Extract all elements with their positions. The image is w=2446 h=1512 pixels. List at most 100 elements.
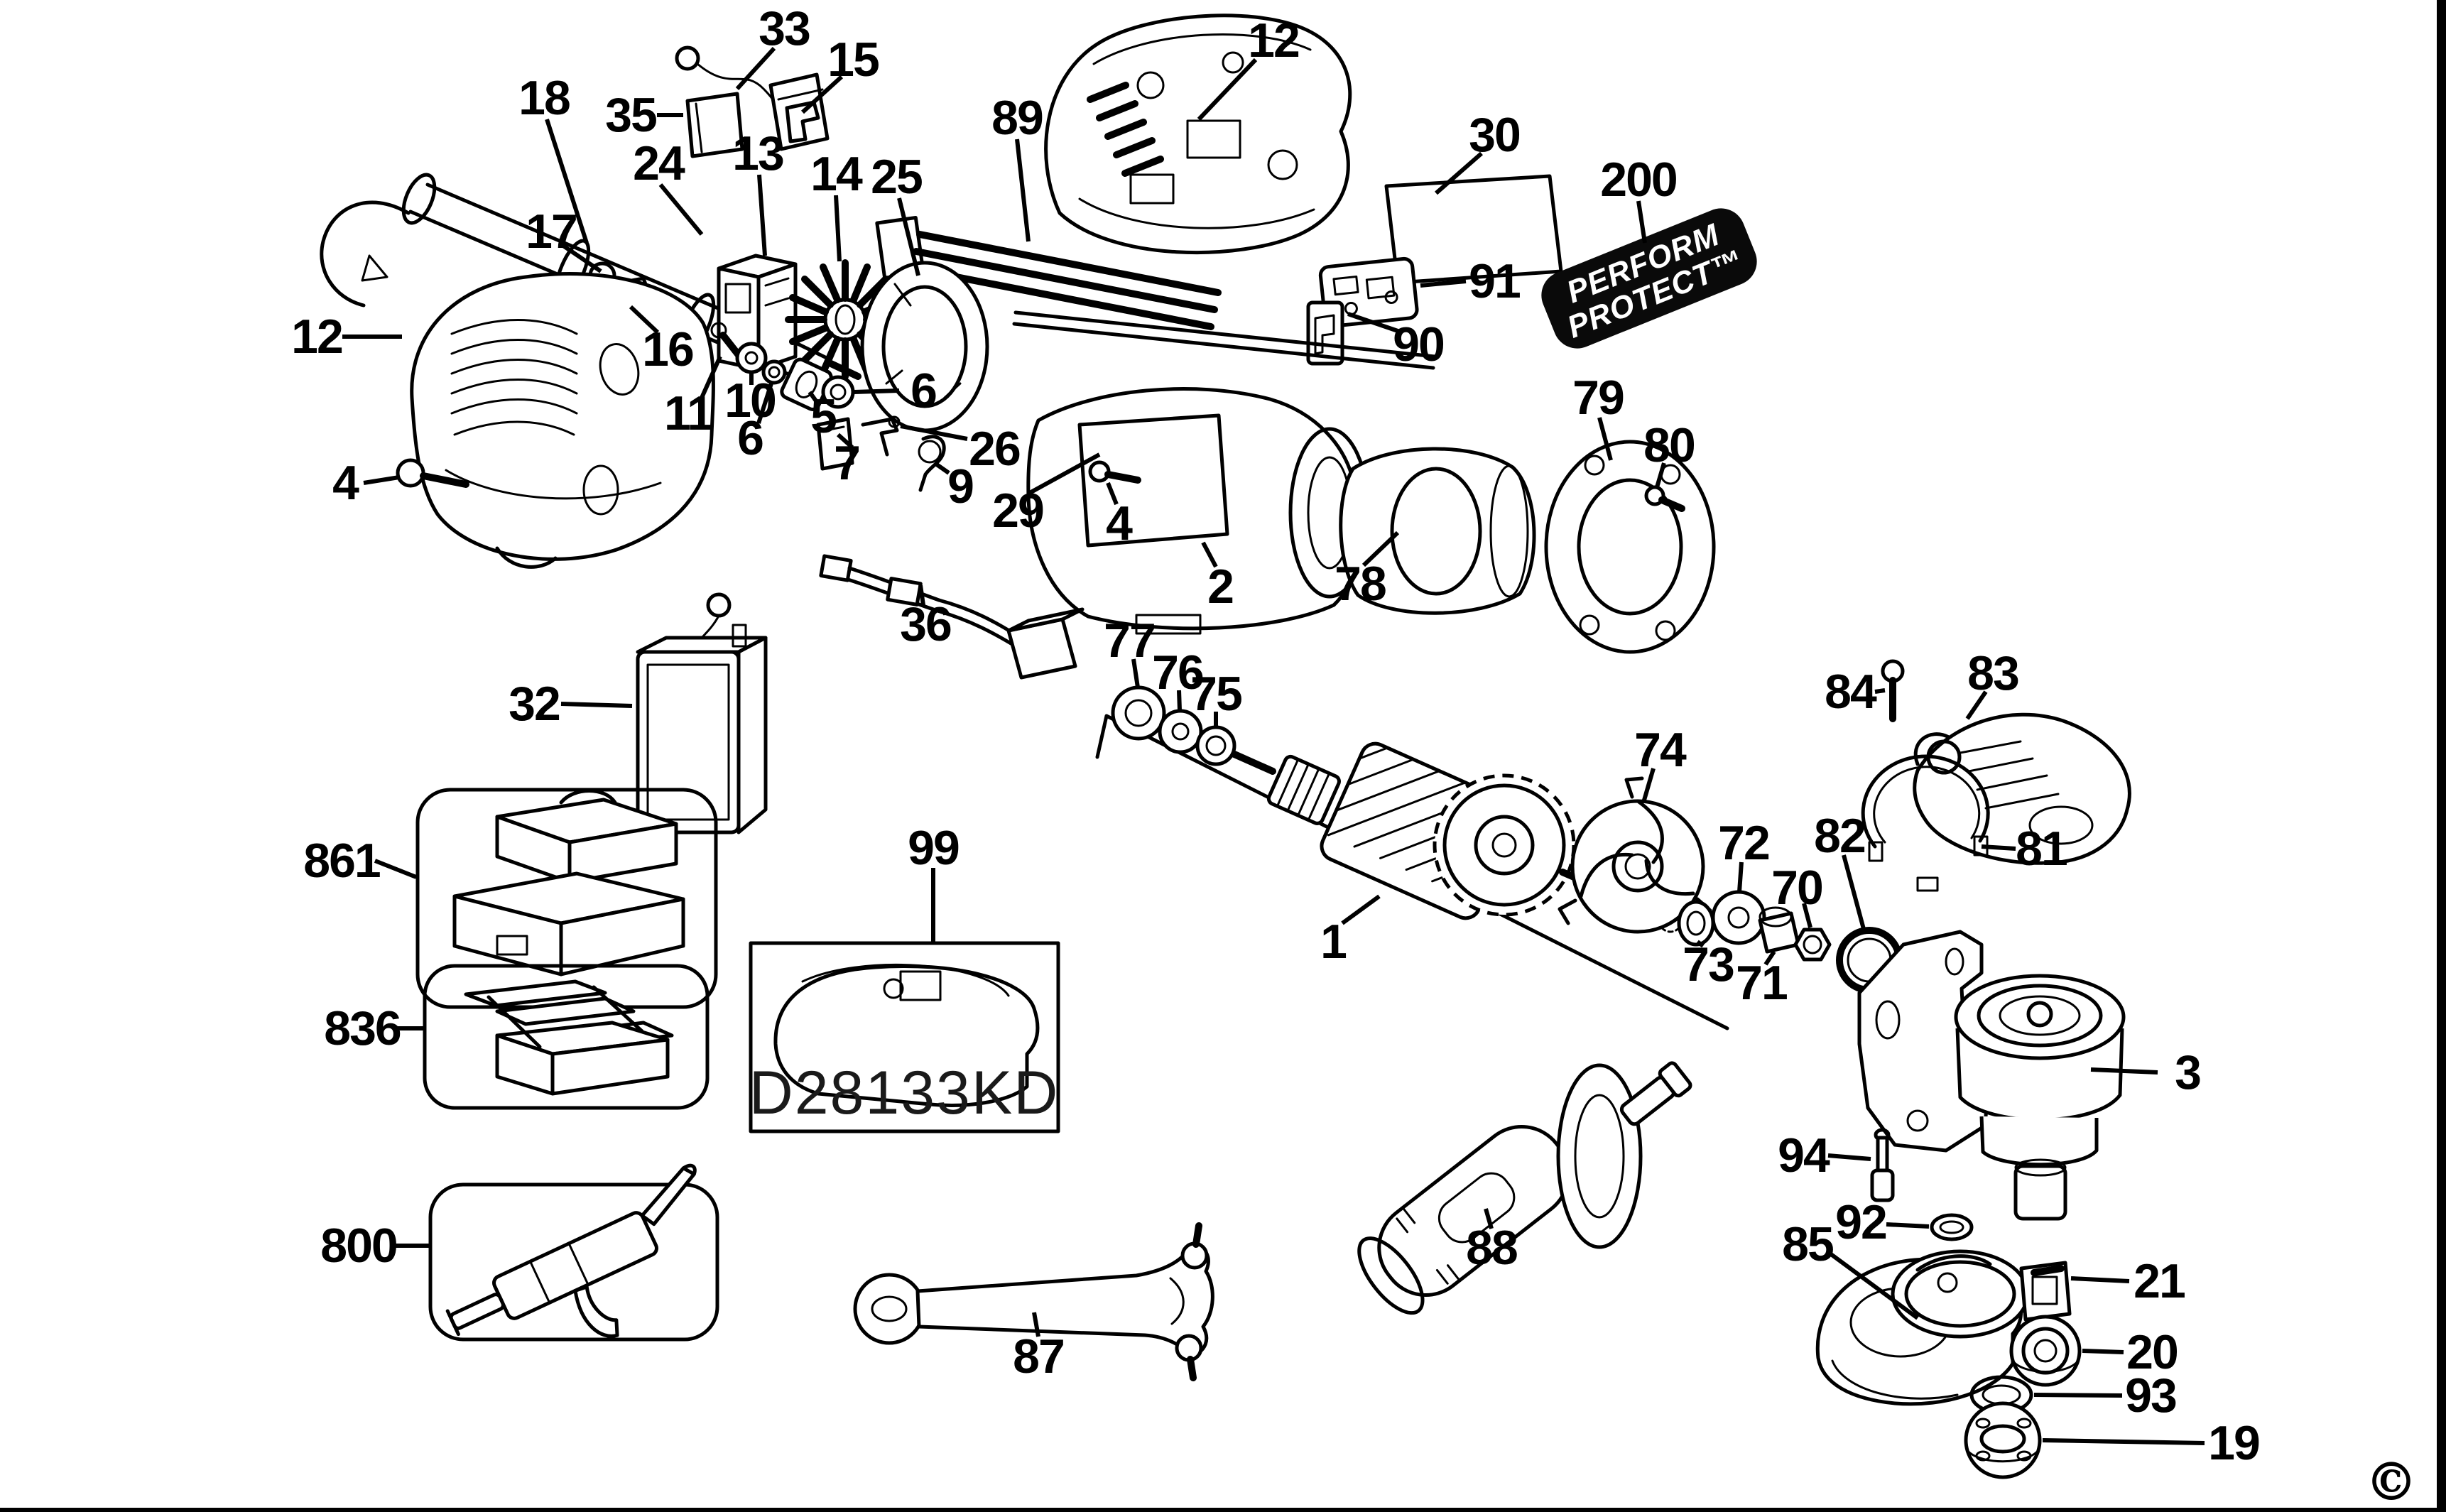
part-callout-7: 7 <box>834 436 859 490</box>
part-callout-4: 4 <box>1106 496 1133 550</box>
leader-line-9 <box>933 461 950 475</box>
part-callout-94: 94 <box>1778 1128 1830 1182</box>
wrench-drawing <box>853 1222 1214 1381</box>
bottom-border <box>0 1508 2446 1512</box>
spare-brush-drawing <box>685 92 744 158</box>
leader-line-36 <box>918 584 925 606</box>
leader-line-19 <box>2042 1438 2205 1445</box>
part-callout-861: 861 <box>303 834 380 888</box>
leader-line-24 <box>658 183 704 236</box>
leader-line-78 <box>1361 531 1400 567</box>
part-callout-21: 21 <box>2134 1254 2185 1308</box>
toolbox-drawing <box>423 964 710 1110</box>
part-callout-35: 35 <box>605 88 656 142</box>
leader-line-11 <box>700 355 722 399</box>
model-number-text: D28133KD <box>749 1059 1060 1127</box>
leader-line-1 <box>1341 894 1381 925</box>
copyright-symbol: © <box>2365 1452 2418 1512</box>
part-callout-88: 88 <box>1466 1221 1517 1275</box>
part-callout-29: 29 <box>992 484 1043 538</box>
part-callout-81: 81 <box>2016 822 2067 876</box>
leader-line-91 <box>1420 279 1467 288</box>
lead-harness-drawing <box>819 554 1085 680</box>
part-callout-87: 87 <box>1013 1329 1064 1383</box>
part-callout-6: 6 <box>737 411 763 465</box>
rear-housing-drawing <box>1044 13 1352 254</box>
leader-line-25 <box>897 197 920 276</box>
part-callout-6: 6 <box>911 364 936 418</box>
part-callout-17: 17 <box>526 205 577 259</box>
part-callout-9: 9 <box>947 459 973 513</box>
part-callout-15: 15 <box>827 33 879 87</box>
leader-line-14 <box>834 195 842 262</box>
brush-holder-drawing <box>816 415 946 492</box>
leader-line-94 <box>1827 1153 1871 1161</box>
part-callout-74: 74 <box>1634 723 1687 777</box>
part-callout-2: 2 <box>1207 560 1233 614</box>
oring-92-drawing <box>1930 1213 1974 1241</box>
leader-line-73 <box>1696 940 1705 948</box>
leader-line-32 <box>560 702 633 708</box>
part-callout-18: 18 <box>518 71 570 125</box>
part-callout-30: 30 <box>1469 108 1520 162</box>
part-callout-1: 1 <box>1320 915 1346 969</box>
part-callout-76: 76 <box>1152 646 1203 700</box>
part-callout-77: 77 <box>1104 614 1155 668</box>
part-callout-12: 12 <box>1248 13 1299 67</box>
guard-drawing <box>1815 1249 2072 1406</box>
leader-line-6 <box>853 388 900 394</box>
retainer-ring-drawing <box>1861 732 1990 892</box>
part-callout-33: 33 <box>759 1 810 55</box>
leader-line-90 <box>1347 312 1403 335</box>
leader-line-80 <box>1655 462 1666 488</box>
model-kit-box: D28133KD <box>749 941 1060 1133</box>
leader-line-30 <box>1435 151 1483 195</box>
part-callout-24: 24 <box>633 136 685 190</box>
leader-line-15 <box>800 75 844 114</box>
leader-line-71 <box>1763 950 1776 966</box>
part-callout-14: 14 <box>810 147 863 201</box>
field-coil-drawing <box>1339 447 1536 615</box>
part-callout-73: 73 <box>1683 937 1734 991</box>
part-callout-82: 82 <box>1814 809 1865 863</box>
grease-gun-drawing <box>428 1163 719 1342</box>
leader-line-83 <box>1965 690 1988 720</box>
leader-line-81 <box>1981 844 2016 851</box>
screw-4-left-drawing <box>396 458 469 488</box>
part-callout-12: 12 <box>291 310 342 364</box>
leader-line-92 <box>1886 1222 1930 1229</box>
part-callout-93: 93 <box>2125 1369 2176 1423</box>
leader-line-18 <box>545 119 589 244</box>
part-callout-79: 79 <box>1572 371 1624 425</box>
leader-line-85 <box>1830 1252 1919 1320</box>
part-callout-80: 80 <box>1643 418 1695 472</box>
part-callout-3: 3 <box>2175 1045 2200 1099</box>
leader-line-84 <box>1874 688 1886 694</box>
leader-line-4 <box>1106 482 1119 506</box>
part-callout-836: 836 <box>324 1001 401 1055</box>
clamp-nut-drawing <box>1964 1401 2042 1479</box>
leader-line-21 <box>2070 1276 2130 1283</box>
part-callout-13: 13 <box>732 126 783 180</box>
leader-line-93 <box>2033 1393 2123 1398</box>
leader-line-5 <box>808 391 819 403</box>
lock-button-drawing <box>1306 300 1344 366</box>
leader-line-74 <box>1641 768 1656 803</box>
leader-line-29 <box>1027 452 1101 496</box>
part-callout-72: 72 <box>1718 816 1769 870</box>
part-callout-26: 26 <box>969 422 1020 476</box>
right-border <box>2437 0 2446 1512</box>
part-callout-800: 800 <box>320 1219 397 1273</box>
leader-line-3 <box>2090 1067 2158 1075</box>
leader-line-200 <box>1636 200 1647 244</box>
part-callout-70: 70 <box>1771 861 1822 915</box>
part-callout-5: 5 <box>810 389 836 443</box>
leader-line-89 <box>1015 138 1031 242</box>
perform-protect-badge: PERFORM PROTECT™ <box>1541 208 1757 349</box>
leader-line-82 <box>1842 854 1866 930</box>
part-callout-92: 92 <box>1835 1195 1886 1249</box>
leader-line-17 <box>562 244 602 273</box>
